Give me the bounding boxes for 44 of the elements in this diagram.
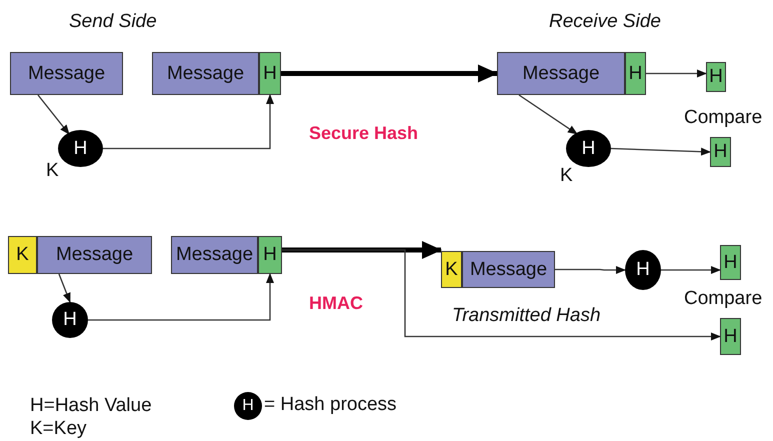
message-box: Message: [10, 52, 123, 95]
section-heading: Send Side: [69, 11, 157, 33]
message-box: Message: [152, 52, 259, 95]
thick-arrow: [281, 64, 498, 82]
label: Compare: [684, 107, 762, 129]
node-caption: K: [560, 165, 573, 187]
key-box: K: [441, 251, 462, 288]
hash-box: H: [258, 236, 282, 274]
arrow: [555, 266, 626, 274]
arrow: [610, 148, 711, 156]
scheme-title: HMAC: [309, 293, 363, 314]
arrow: [103, 94, 274, 150]
message-box: Message: [171, 236, 258, 274]
section-heading: Receive Side: [549, 11, 661, 33]
node-caption: = Hash process: [264, 394, 397, 416]
message-box: Message: [497, 52, 625, 95]
label: K=Key: [30, 418, 87, 440]
thick-arrow: [282, 241, 442, 259]
message-box: Message: [37, 236, 152, 274]
node-caption: K: [46, 160, 59, 182]
arrow: [58, 274, 71, 303]
hash-box: H: [625, 52, 646, 95]
hash-box: H: [720, 318, 741, 355]
section-heading: Transmitted Hash: [452, 305, 601, 327]
arrow: [518, 94, 578, 135]
hash-process-circle: H: [234, 392, 262, 420]
key-box: K: [8, 236, 37, 274]
label: H=Hash Value: [30, 395, 152, 417]
hash-process-circle: H: [625, 250, 661, 290]
label: Compare: [684, 288, 762, 310]
hash-process-circle: H: [58, 130, 103, 167]
hash-process-circle: H: [52, 302, 88, 338]
arrow: [282, 249, 721, 340]
hash-process-circle: H: [566, 130, 611, 167]
hash-box: H: [259, 52, 281, 95]
arrow: [88, 273, 274, 321]
hash-box: H: [706, 62, 726, 92]
scheme-title: Secure Hash: [309, 123, 418, 144]
hash-box: H: [720, 245, 741, 280]
hash-box: H: [710, 137, 731, 167]
arrow: [38, 94, 70, 135]
message-box: Message: [462, 251, 555, 288]
arrow: [646, 70, 707, 78]
arrow: [661, 266, 721, 274]
